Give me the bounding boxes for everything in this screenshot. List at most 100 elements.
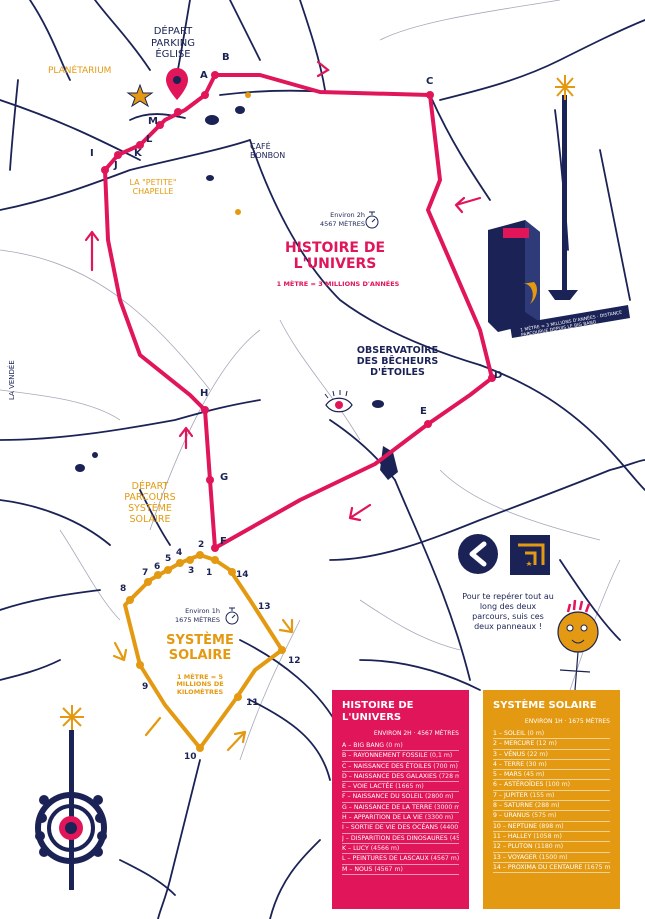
- legend-item-key: G: [342, 803, 347, 811]
- legend-item-name: Nous: [354, 865, 373, 873]
- marker-letter: H: [200, 388, 209, 399]
- road-name-label: La Vendée: [8, 360, 16, 400]
- character-figure: [557, 599, 599, 713]
- chapelle-label: La "Petite" Chapelle: [129, 178, 177, 197]
- legend-item-name: Halley: [507, 832, 532, 840]
- legend-item-key: E: [342, 783, 346, 791]
- legend-solaire-title: Système Solaire: [493, 700, 597, 711]
- legend-solaire-meta: Environ 1h · 1675 mètres: [524, 718, 610, 725]
- marker-number: 14: [236, 570, 249, 580]
- legend-item-distance: (4566 m): [370, 844, 400, 852]
- marker-number: 2: [198, 540, 205, 550]
- legend-item: 6 – Astéroïdes (100 m): [493, 780, 610, 791]
- legend-item-distance: (0,1 m): [429, 752, 453, 760]
- eye-icon: [324, 390, 353, 413]
- legend-item: F – Naissance du soleil (2800 m): [342, 792, 459, 803]
- marker-number: 1: [206, 568, 213, 578]
- legend-item-key: 5: [493, 771, 497, 779]
- legend-item-key: H: [342, 814, 347, 822]
- legend-item-distance: (1500 m): [538, 853, 568, 861]
- star-icon: [126, 83, 154, 108]
- marker-letter: B: [222, 52, 230, 63]
- star-icon: [60, 705, 84, 730]
- legend-item-distance: (728 m): [438, 772, 459, 780]
- marker-number: 10: [184, 752, 197, 762]
- legend-item: K – Lucy (4566 m): [342, 844, 459, 855]
- marker-letter: F: [220, 536, 227, 547]
- legend-item: 11 – Halley (1058 m): [493, 832, 610, 843]
- legend-item-name: Mars: [503, 771, 522, 779]
- moon-sculpture-icon: [488, 75, 630, 338]
- legend-item-distance: (155 m): [529, 791, 555, 799]
- legend-item: H – Apparition de la vie (3300 m): [342, 813, 459, 824]
- legend-item-distance: (1675 m): [584, 863, 610, 871]
- legend-item: 12 – Pluton (1180 m): [493, 842, 610, 853]
- legend-solaire: Système Solaire Environ 1h · 1675 mètres…: [483, 690, 620, 909]
- cafe-label: Café Bonbon: [250, 142, 286, 161]
- legend-item-distance: (4545 m): [449, 834, 459, 842]
- legend-item: 7 – Jupiter (155 m): [493, 791, 610, 802]
- legend-item-name: Mercure: [503, 740, 535, 748]
- timer-icon: [225, 607, 239, 625]
- legend-item-distance: (4400 m): [440, 824, 459, 832]
- legend-item-distance: (1058 m): [533, 832, 562, 840]
- legend-item-key: A: [342, 742, 347, 749]
- legend-item-distance: (3000 m): [434, 803, 459, 811]
- legend-item-name: Rayonnement fossile: [353, 752, 428, 760]
- marker-number: 13: [258, 602, 271, 612]
- legend-item-key: 6: [493, 781, 497, 789]
- legend-item-distance: (2800 m): [424, 793, 454, 801]
- legend-item-key: C: [342, 762, 347, 770]
- legend-item-key: 14: [493, 863, 501, 871]
- depart-eglise-label: Départ Parking Église: [151, 26, 195, 60]
- marker-number: 12: [288, 656, 301, 666]
- legend-item-key: I: [342, 824, 344, 832]
- legend-item-name: Soleil: [503, 730, 526, 737]
- legend-item-distance: (288 m): [534, 802, 560, 810]
- solaire-distance: 1675 mètres: [174, 616, 220, 624]
- legend-item-name: Big Bang: [353, 742, 384, 749]
- marker-number: 8: [120, 584, 127, 594]
- legend-item-distance: (1180 m): [534, 843, 564, 851]
- legend-item-key: L: [342, 855, 346, 863]
- solaire-duration: Environ 1h: [185, 607, 220, 615]
- legend-item: G – Naissance de la Terre (3000 m): [342, 803, 459, 814]
- legend-item-key: 13: [493, 853, 501, 861]
- legend-item: E – Voie lactée (1665 m): [342, 782, 459, 793]
- legend-item-name: Saturne: [503, 802, 533, 810]
- legend-item-name: Jupiter: [503, 791, 528, 799]
- legend-item-name: Naissance des galaxies: [353, 772, 437, 780]
- marker-letter: I: [90, 148, 94, 159]
- legend-item-name: Vénus: [503, 750, 526, 758]
- legend-solaire-list: 1 – Soleil (0 m)2 – Mercure (12 m)3 – Vé…: [493, 729, 610, 874]
- legend-item-distance: (0 m): [385, 742, 403, 749]
- arrow-left-icon: [458, 534, 498, 574]
- legend-item-key: D: [342, 772, 347, 780]
- legend-item-key: 1: [493, 730, 497, 737]
- legend-item-name: Pluton: [507, 843, 533, 851]
- legend-item-key: 4: [493, 760, 497, 768]
- legend-item-distance: (22 m): [527, 750, 548, 758]
- legend-item-key: 3: [493, 750, 497, 758]
- legend-item: D – Naissance des galaxies (728 m): [342, 772, 459, 783]
- speech-text: Pour te repérer tout au long des deux pa…: [462, 592, 554, 631]
- legend-item-name: Naissance de la Terre: [353, 803, 433, 811]
- legend-item-name: Astéroïdes: [503, 781, 544, 789]
- observatoire-label: Observatoire des Bêcheurs d'étoiles: [356, 345, 439, 378]
- legend-item-name: Voie lactée: [352, 783, 394, 791]
- location-pin-icon: [166, 68, 188, 100]
- legend-item-name: Voyager: [507, 853, 537, 861]
- marker-letter: C: [426, 76, 434, 87]
- univers-distance: 4567 mètres: [319, 220, 365, 228]
- sculpture-rings: [35, 730, 107, 890]
- legend-item-key: B: [342, 752, 347, 760]
- marker-letter: J: [114, 160, 118, 171]
- legend-item: 10 – Neptune (898 m): [493, 822, 610, 832]
- legend-item-distance: (1665 m): [395, 783, 424, 791]
- legend-item-distance: (575 m): [531, 812, 557, 820]
- legend-item: 1 – Soleil (0 m): [493, 729, 610, 740]
- legend-item: A – Big Bang (0 m): [342, 741, 459, 752]
- legend-item-distance: (45 m): [523, 771, 545, 779]
- legend-item-distance: (30 m): [526, 760, 547, 768]
